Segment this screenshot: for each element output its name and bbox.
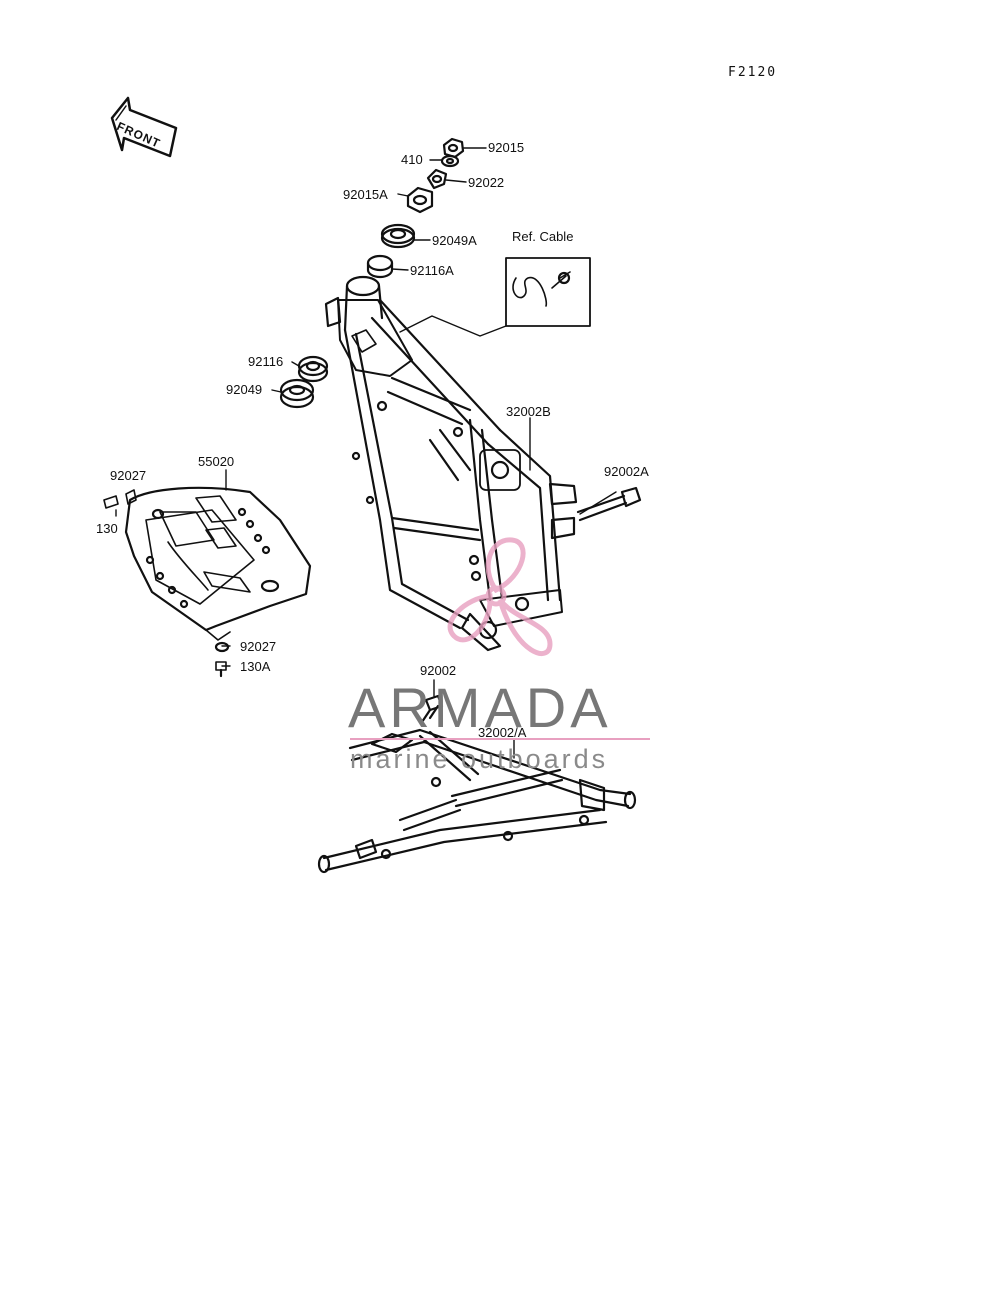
part-label-92116a: 92116A [410, 263, 454, 278]
part-label-55020: 55020 [198, 454, 235, 469]
ref-cable-box [399, 257, 591, 337]
part-label-92027-top: 92027 [110, 468, 147, 483]
watermark-subtitle: marine outboards [350, 744, 609, 774]
lower-bearing-parts [279, 355, 329, 409]
bolt-92002 [420, 694, 444, 724]
part-label-92116: 92116 [248, 354, 284, 369]
part-label-92015a: 92015A [343, 187, 388, 202]
figure-code: F2120 [728, 65, 778, 80]
ref-cable-label: Ref. Cable [512, 229, 574, 244]
part-label-92049: 92049 [226, 382, 263, 397]
part-label-92022: 92022 [468, 175, 505, 190]
part-label-92002: 92002 [420, 663, 457, 678]
front-arrow-icon [110, 96, 178, 158]
skid-plate-fasteners [103, 489, 230, 678]
part-label-32002b: 32002B [506, 404, 551, 419]
armada-logo-icon [447, 537, 553, 656]
part-label-410: 410 [401, 152, 423, 167]
part-label-92015: 92015 [488, 140, 525, 155]
steering-head-parts [366, 137, 465, 279]
part-label-32002a: 32002/A [478, 725, 527, 740]
part-label-92002a: 92002A [604, 464, 649, 479]
part-label-130a: 130A [240, 659, 271, 674]
skid-plate-55020 [124, 486, 312, 641]
part-label-92027-bottom: 92027 [240, 639, 277, 654]
bolt-92002a [576, 486, 642, 522]
watermark-title: ARMADA [348, 676, 612, 739]
part-label-130: 130 [96, 521, 118, 536]
watermark-divider [350, 738, 650, 740]
part-label-92049a: 92049A [432, 233, 477, 248]
leader-lines [115, 147, 617, 759]
